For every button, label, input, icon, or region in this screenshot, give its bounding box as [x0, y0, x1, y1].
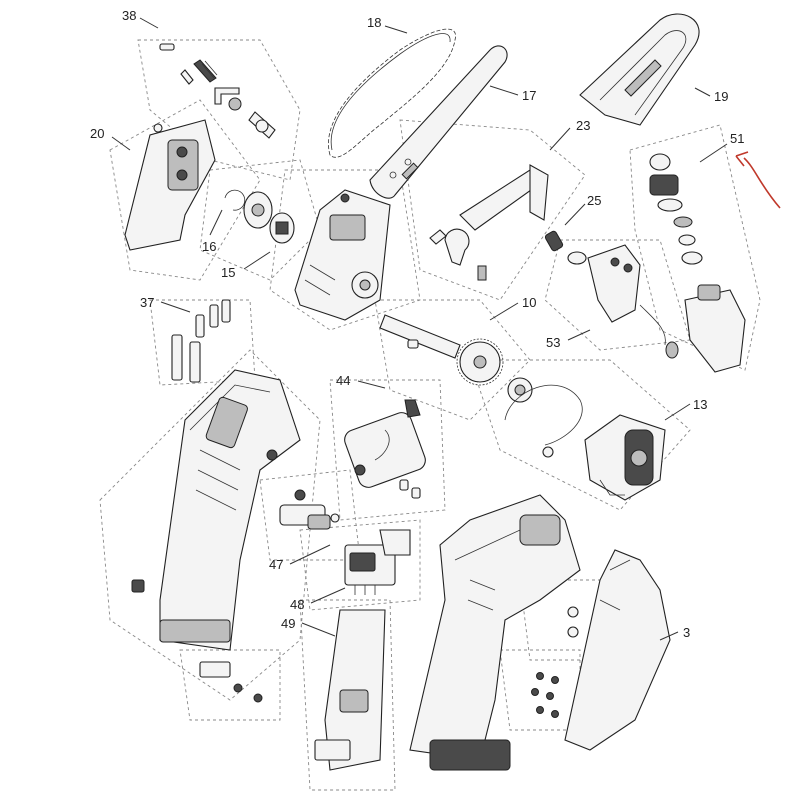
callout-15: 15 [221, 265, 235, 280]
annotation-arrow [735, 151, 781, 209]
group-outline-23 [399, 119, 586, 301]
callout-16: 16 [202, 239, 216, 254]
part-44-motor [344, 399, 426, 499]
group-outline-housing-left [99, 349, 321, 701]
part-gear-case [294, 189, 391, 321]
part-10-shaft-gear [379, 314, 504, 386]
callout-17: 17 [522, 88, 536, 103]
part-16-circlip [224, 189, 246, 211]
part-51-oil-tank-parts [649, 153, 746, 373]
group-outline-49 [299, 599, 396, 791]
group-outline-main-gear-case [269, 169, 421, 331]
group-outline-20 [109, 99, 261, 281]
part-housing-left [131, 369, 301, 651]
part-48-switch [344, 529, 411, 595]
part-37-screws [171, 299, 231, 383]
part-25-oil-pump-parts [544, 230, 587, 265]
part-17-guide-bar [369, 45, 508, 199]
part-13-brake-assembly [504, 377, 666, 501]
callout-19: 19 [714, 89, 728, 104]
group-outline-48 [299, 519, 421, 611]
callout-13: 13 [693, 397, 707, 412]
leader-lines [111, 17, 728, 641]
group-outline-screws-right-b [499, 649, 581, 731]
part-19-bar-cover [579, 13, 700, 126]
part-47-switch-parts [279, 489, 340, 530]
part-38-hardware-set [159, 43, 276, 139]
group-outline-53 [544, 239, 691, 351]
group-outline-15 [199, 159, 321, 281]
callout-48: 48 [290, 597, 304, 612]
group-outline-51 [629, 124, 761, 371]
part-3-handle-cover [564, 549, 671, 751]
part-housing-right [409, 494, 581, 771]
callout-labels: 38 18 17 19 20 23 51 16 25 15 37 10 53 4… [90, 8, 744, 640]
callout-47: 47 [269, 557, 283, 572]
callout-49: 49 [281, 616, 295, 631]
part-49-controller-board [314, 609, 386, 771]
part-screws-right [531, 606, 579, 718]
callout-18: 18 [367, 15, 381, 30]
callout-23: 23 [576, 118, 590, 133]
group-outline-44 [329, 379, 446, 521]
group-outline-screws-bottom [179, 649, 281, 721]
part-15-sprocket [243, 191, 295, 244]
callout-37: 37 [140, 295, 154, 310]
callout-53: 53 [546, 335, 560, 350]
callout-10: 10 [522, 295, 536, 310]
group-outline-10 [374, 299, 531, 421]
callout-51: 51 [730, 131, 744, 146]
callout-38: 38 [122, 8, 136, 23]
callout-3: 3 [683, 625, 690, 640]
callout-44: 44 [336, 373, 350, 388]
part-18-saw-chain [328, 28, 456, 158]
callout-25: 25 [587, 193, 601, 208]
part-screws-bottom [199, 661, 263, 703]
group-outline-13 [469, 359, 691, 511]
part-20-sprocket-cover [124, 119, 216, 251]
part-23-tensioner [429, 164, 549, 281]
part-53-oil-pump-cover [587, 244, 679, 359]
group-outline-38 [137, 39, 301, 181]
callout-20: 20 [90, 126, 104, 141]
